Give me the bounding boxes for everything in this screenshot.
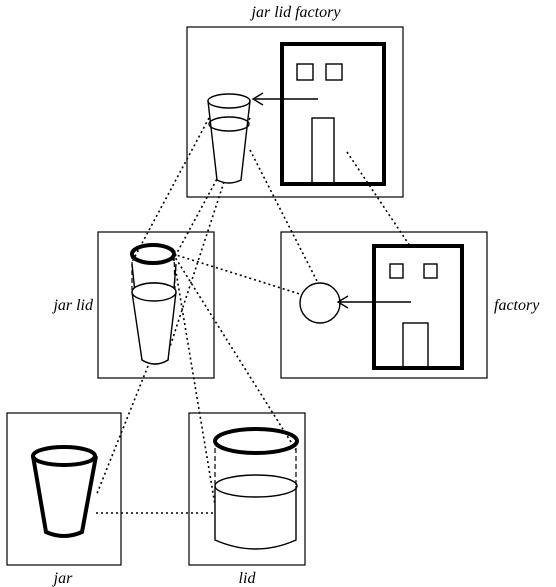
jar-lid-label: jar lid bbox=[51, 297, 94, 314]
factory-building-icon bbox=[251, 42, 386, 186]
jar-lid-factory-label: jar lid factory bbox=[250, 4, 342, 21]
mapping-line bbox=[171, 117, 251, 263]
mapping-line bbox=[95, 365, 149, 497]
factory-label: factory bbox=[494, 297, 540, 314]
mapping-line bbox=[172, 253, 297, 451]
jar-label: jar bbox=[52, 570, 73, 587]
mapping-line bbox=[346, 151, 411, 247]
jar-icon bbox=[31, 445, 98, 538]
mapping-line bbox=[131, 117, 210, 263]
factory-icon bbox=[299, 244, 464, 370]
jar-lid-cup-icon bbox=[130, 243, 177, 365]
lid-label: lid bbox=[239, 570, 257, 587]
lid-icon bbox=[213, 427, 299, 550]
lid-panel bbox=[188, 412, 306, 566]
mapping-lines bbox=[95, 117, 411, 514]
mapping-line bbox=[164, 181, 225, 363]
jar-panel bbox=[6, 412, 122, 566]
blend-cup-icon bbox=[207, 93, 251, 184]
